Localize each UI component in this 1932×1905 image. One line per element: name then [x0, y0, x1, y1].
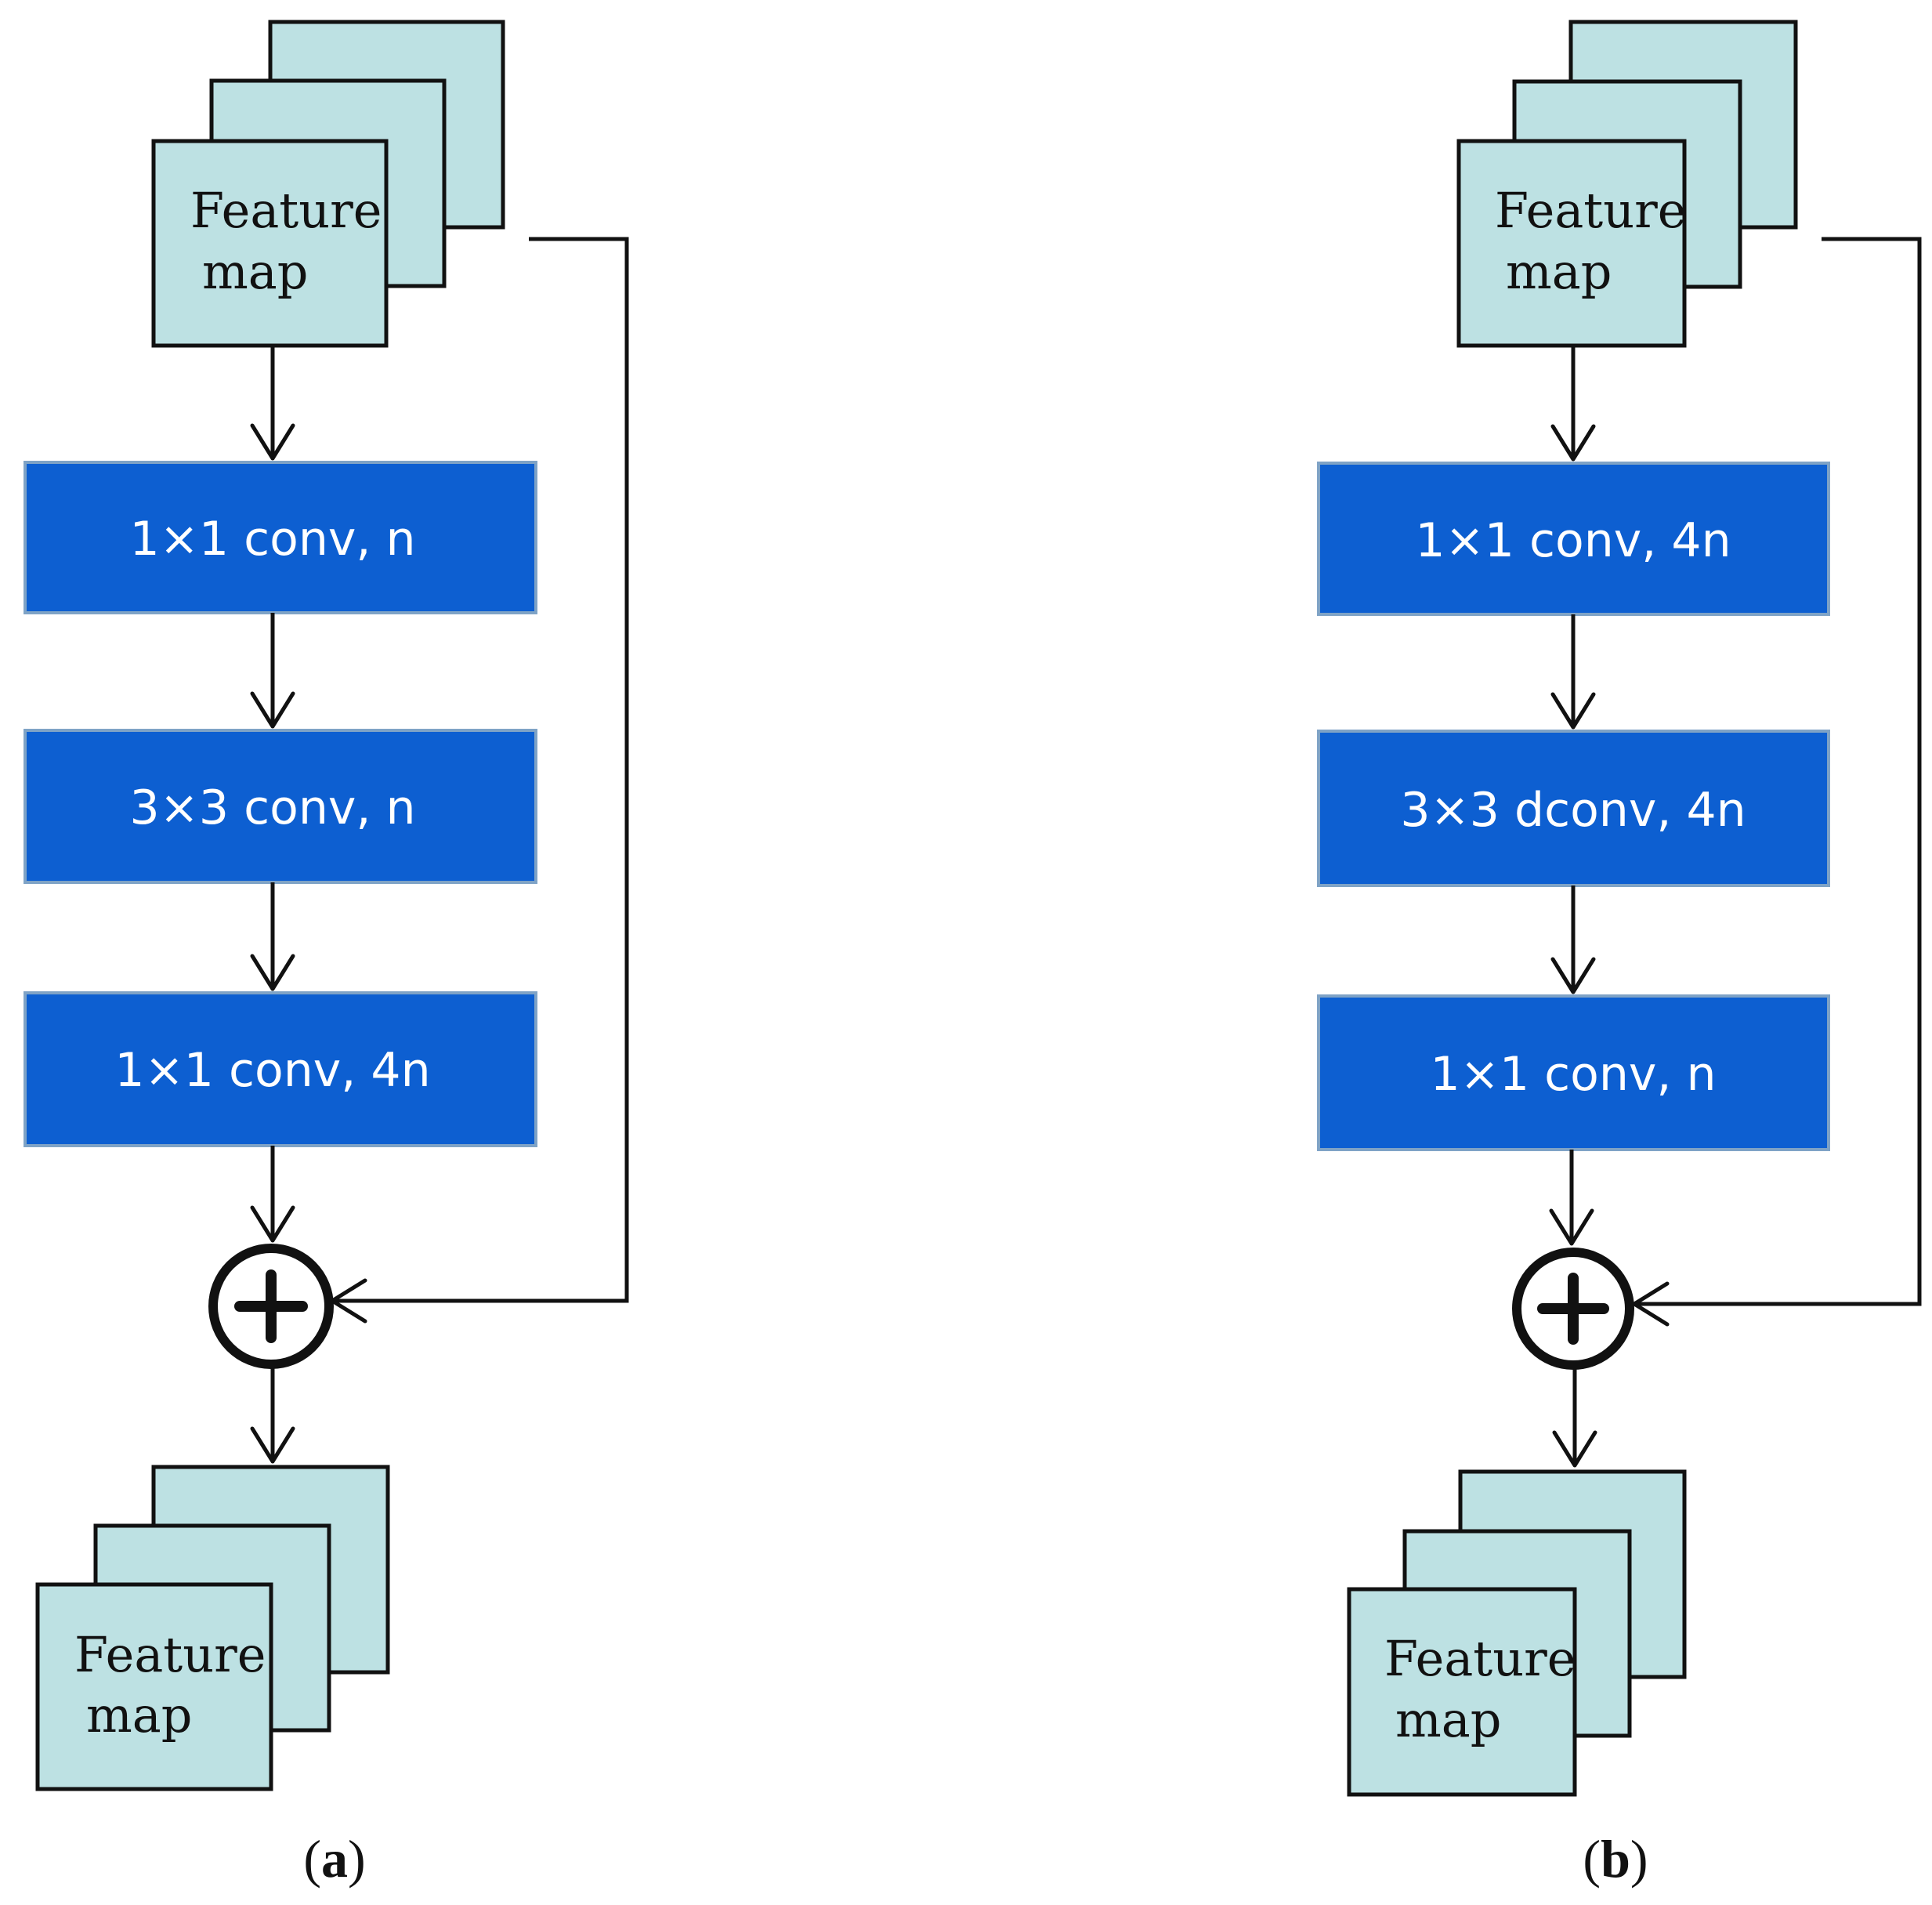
- input-feature-label-line1: Feature: [190, 182, 382, 239]
- arrowhead: [1549, 1208, 1594, 1246]
- panel-b-caption: (b): [1583, 1829, 1648, 1889]
- conv-layer-1: [1317, 462, 1830, 616]
- arrowhead: [250, 1205, 295, 1243]
- panel-a: Feature map 1×1 conv, n 3×3 conv, n 1×1 …: [24, 20, 629, 1889]
- conv-layer-3-label: 1×1 conv, n: [1430, 1047, 1716, 1102]
- input-feature-label-line2: map: [202, 243, 308, 300]
- arrowhead: [250, 423, 295, 461]
- arrowhead: [1550, 424, 1596, 462]
- conv-layer-2: [24, 729, 537, 884]
- sum-node: [1512, 1248, 1634, 1370]
- input-feature-map-stack: Feature map: [151, 20, 505, 348]
- arrowhead: [1550, 957, 1596, 994]
- panel-b: Feature map 1×1 conv, 4n 3×3 dconv, 4n 1…: [1317, 20, 1922, 1889]
- panel-a-caption: (a): [303, 1829, 365, 1889]
- input-feature-label-line2: map: [1506, 243, 1612, 300]
- output-feature-label-line2: map: [86, 1686, 192, 1744]
- output-feature-label-line1: Feature: [74, 1626, 266, 1683]
- feature-map-sheet-front: [1456, 139, 1687, 348]
- output-feature-label-line2: map: [1395, 1691, 1501, 1748]
- feature-map-sheet-front: [35, 1582, 273, 1791]
- output-feature-map-stack: Feature map: [35, 1465, 390, 1791]
- arrowhead: [1550, 692, 1596, 730]
- conv-layer-1-label: 1×1 conv, 4n: [1415, 513, 1731, 568]
- input-feature-map-stack: Feature map: [1456, 20, 1798, 348]
- conv-layer-1-label: 1×1 conv, n: [129, 512, 415, 567]
- arrowhead: [250, 1426, 295, 1464]
- skip-connection: [332, 237, 629, 1303]
- feature-map-sheet-front: [1347, 1587, 1577, 1797]
- conv-layer-1: [24, 461, 537, 614]
- arrowhead: [250, 691, 295, 729]
- conv-layer-2: [1317, 730, 1830, 887]
- conv-layer-2-label: 3×3 conv, n: [129, 780, 415, 835]
- arrowhead: [250, 954, 295, 991]
- output-feature-map-stack: Feature map: [1347, 1469, 1687, 1797]
- feature-map-sheet-front: [151, 139, 389, 348]
- skip-connection: [1634, 237, 1922, 1306]
- output-feature-label-line1: Feature: [1384, 1630, 1576, 1687]
- input-feature-label-line1: Feature: [1495, 182, 1686, 239]
- conv-layer-3: [1317, 994, 1830, 1151]
- conv-layer-2-label: 3×3 dconv, 4n: [1400, 783, 1746, 838]
- conv-layer-3-label: 1×1 conv, 4n: [114, 1043, 430, 1098]
- arrowhead: [1552, 1430, 1597, 1468]
- sum-node: [208, 1244, 334, 1369]
- conv-layer-3: [24, 991, 537, 1147]
- arrowhead: [1632, 1281, 1670, 1327]
